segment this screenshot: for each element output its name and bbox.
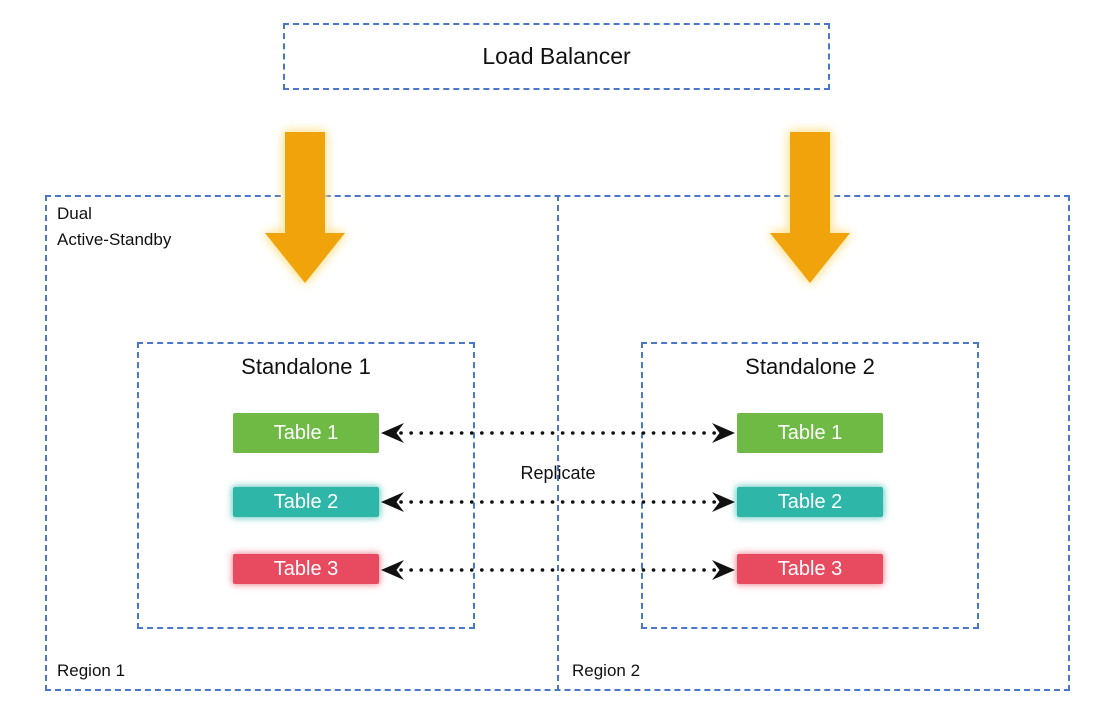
dual-label-line2: Active-Standby	[57, 230, 172, 249]
standalone-2-table-2: Table 2	[737, 487, 883, 517]
standalone-1-title: Standalone 1	[241, 354, 371, 379]
load-balancer-label: Load Balancer	[482, 43, 631, 69]
standalone-1-table-2: Table 2	[233, 487, 379, 517]
standalone-1-box: Standalone 1 Table 1 Table 2 Table 3	[137, 342, 475, 629]
down-arrow-right-icon	[770, 132, 850, 283]
standalone-1-table-3: Table 3	[233, 554, 379, 584]
region-1-label: Region 1	[57, 661, 126, 680]
standalone-2-box: Standalone 2 Table 1 Table 2 Table 3	[641, 342, 979, 629]
replication-connector-table3-icon	[381, 560, 735, 580]
standalone-1-table-1: Table 1	[233, 413, 379, 453]
region-divider-line	[557, 195, 559, 691]
standalone-2-table-1: Table 1	[737, 413, 883, 453]
dual-active-standby-label: Dual Active-Standby	[57, 201, 171, 253]
region-2-label: Region 2	[572, 661, 641, 680]
down-arrow-left-icon	[265, 132, 345, 283]
replicate-label: Replicate	[520, 463, 596, 483]
replication-connector-table1-icon	[381, 423, 735, 443]
dual-label-line1: Dual	[57, 204, 92, 223]
load-balancer-box: Load Balancer	[283, 23, 830, 90]
replication-connector-table2-icon	[381, 492, 735, 512]
standalone-2-table-3: Table 3	[737, 554, 883, 584]
standalone-2-title: Standalone 2	[745, 354, 875, 379]
